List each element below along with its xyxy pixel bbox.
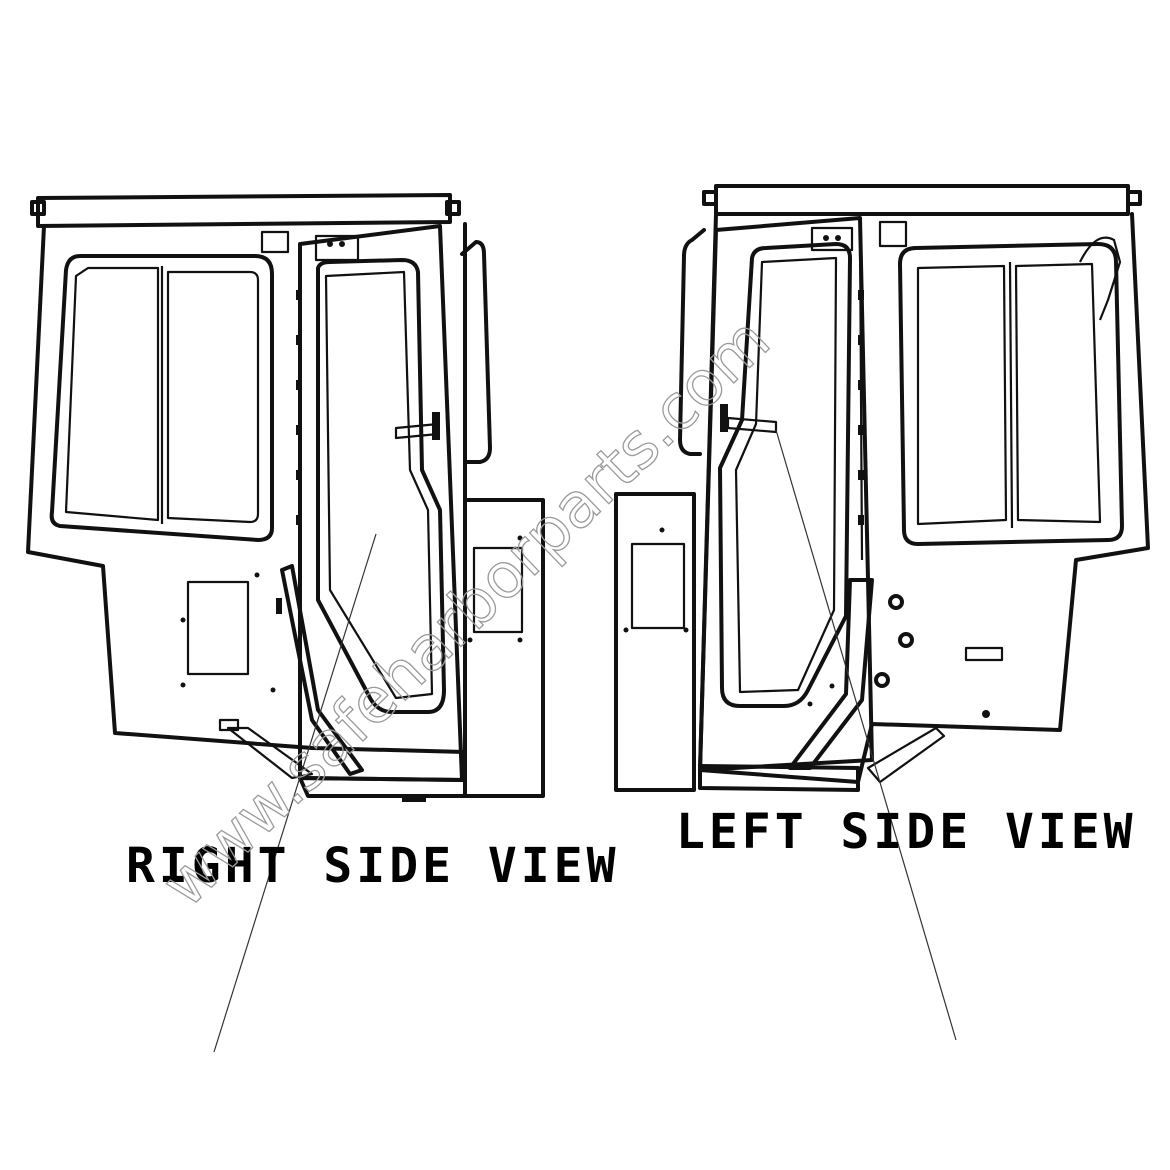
right-lower-access-panel xyxy=(186,580,250,676)
right-rear-window-slider xyxy=(166,270,260,524)
left-panel-bolt-3 xyxy=(874,672,890,688)
right-side-box xyxy=(463,498,545,798)
right-hinge-blocks xyxy=(296,290,302,525)
left-leader-line xyxy=(775,429,957,1041)
left-cab-floor xyxy=(698,764,860,792)
left-rear-window-right xyxy=(1014,262,1102,524)
right-top-hinge-plate xyxy=(260,230,290,254)
left-side-view-label: LEFT SIDE VIEW xyxy=(676,804,1137,860)
right-side-box-window xyxy=(472,546,524,634)
left-top-hinge-plate xyxy=(878,220,908,248)
left-panel-bolt-1 xyxy=(888,594,904,610)
left-door-latch xyxy=(720,404,728,432)
left-hinge-line xyxy=(858,227,864,561)
right-door-handle[interactable] xyxy=(394,422,440,440)
right-top-hinge-bracket xyxy=(314,234,360,262)
left-grab-rail xyxy=(678,228,706,456)
left-wall-hook xyxy=(1079,236,1122,321)
left-bottom-step xyxy=(866,726,946,784)
left-side-box xyxy=(614,492,696,792)
right-door-latch xyxy=(432,412,440,440)
right-lower-latch xyxy=(276,598,282,614)
left-rear-window-left xyxy=(916,264,1008,526)
left-window-mullion xyxy=(1008,261,1014,529)
left-panel-bolt-2 xyxy=(898,632,914,648)
right-side-view-label: RIGHT SIDE VIEW xyxy=(126,838,619,894)
right-door-window-inner xyxy=(324,270,434,700)
right-cab-roof xyxy=(36,193,452,228)
left-lower-plate xyxy=(964,646,1004,662)
left-top-hinge-bracket xyxy=(810,226,854,252)
left-side-box-window xyxy=(630,542,686,630)
left-door-handle[interactable] xyxy=(726,416,778,434)
right-cab-floor xyxy=(298,776,467,798)
left-cab-roof xyxy=(714,184,1130,216)
right-door-step xyxy=(280,564,364,776)
left-door-frame xyxy=(698,216,874,772)
left-roof-clip-right xyxy=(1126,190,1142,206)
right-floor-pad xyxy=(402,796,426,802)
right-door-window xyxy=(316,258,446,714)
right-leader-line xyxy=(213,533,377,1053)
right-rear-window-frame xyxy=(49,254,274,542)
left-rear-window-frame xyxy=(898,242,1124,546)
left-door-window xyxy=(718,242,852,708)
right-rear-window-inner xyxy=(64,266,160,522)
right-roof-clip-right xyxy=(445,200,461,216)
left-cab-body xyxy=(698,212,1150,784)
left-door-step xyxy=(788,578,874,770)
right-bottom-step xyxy=(226,726,314,780)
left-door-window-inner xyxy=(734,256,838,694)
right-side-cab xyxy=(26,193,545,802)
right-floor-tab xyxy=(218,718,240,732)
left-side-cab xyxy=(614,184,1150,792)
right-roof-clip-left xyxy=(30,200,46,216)
left-hinge-blocks xyxy=(858,290,864,525)
left-roof-clip-left xyxy=(702,190,718,206)
right-grab-rail xyxy=(460,240,492,464)
